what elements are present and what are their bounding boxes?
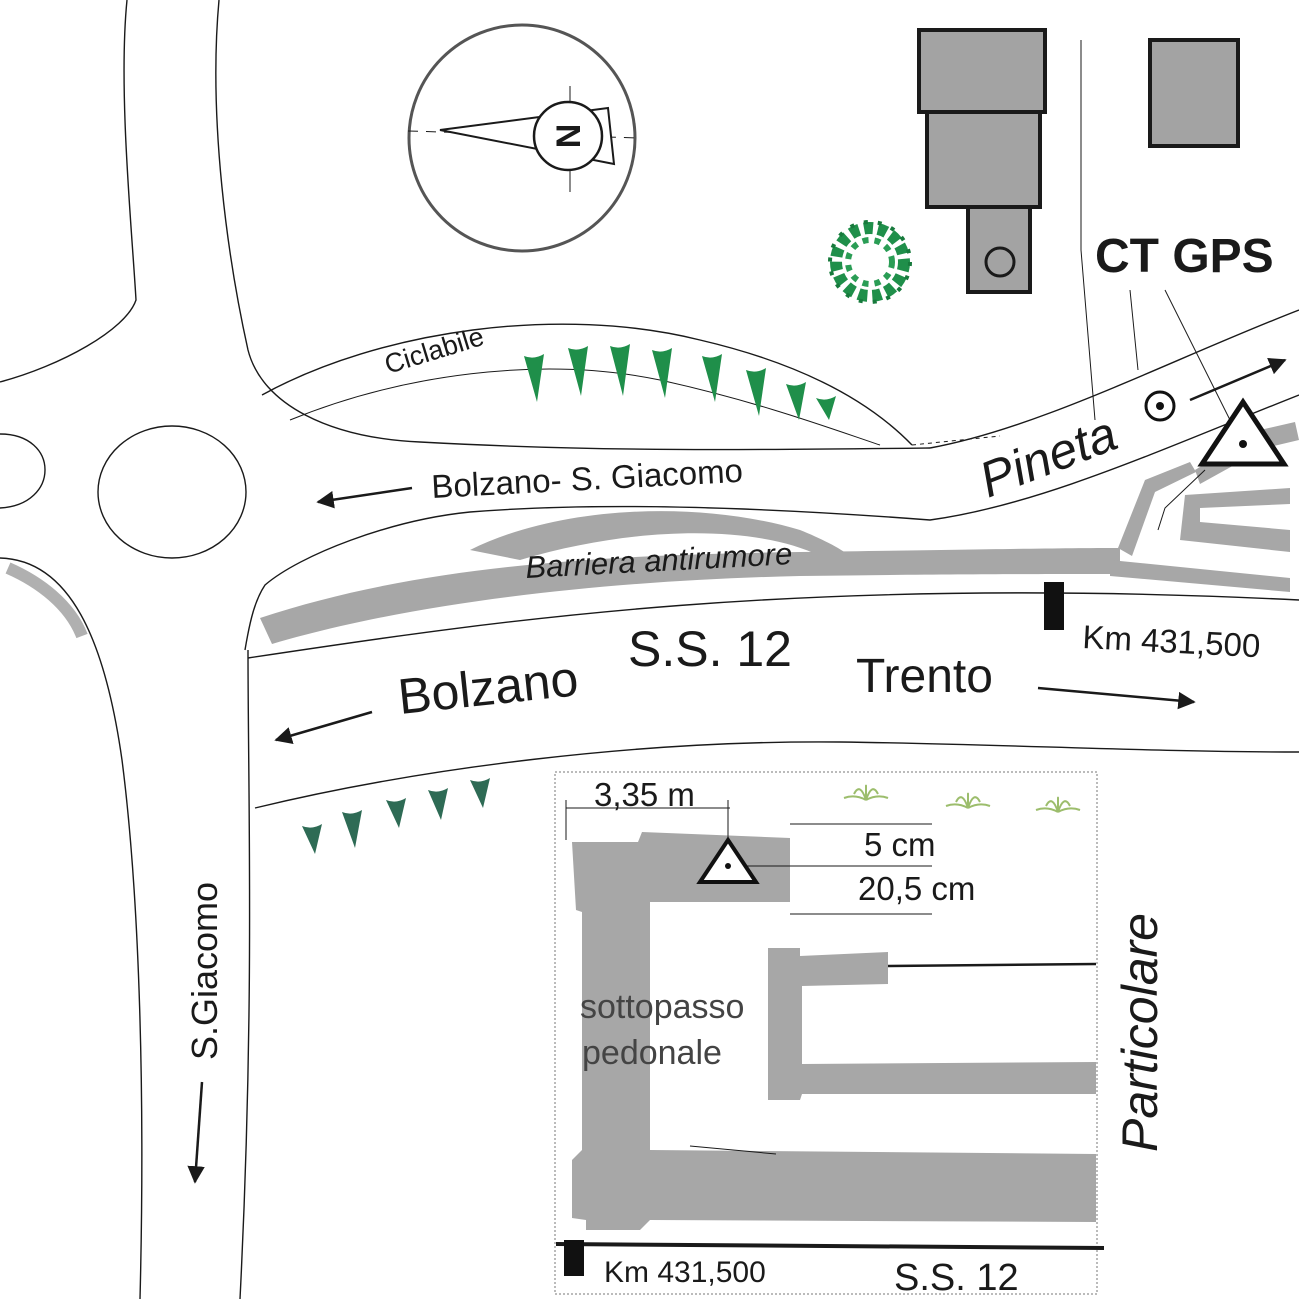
grass-tufts: [843, 784, 1081, 813]
barrier-segment-left: [5, 562, 88, 639]
detail-km: Km 431,500: [604, 1256, 766, 1289]
detail-dim-335: 3,35 m: [594, 776, 695, 813]
km-marker: [1044, 582, 1064, 630]
grass-icon: [1035, 796, 1081, 813]
detail-gps-marker: [696, 836, 760, 884]
compass-north-letter: N: [550, 124, 588, 149]
label-bolzano: Bolzano: [395, 650, 581, 725]
detail-km-marker: [564, 1240, 584, 1276]
detail-sottopasso: sottopasso: [580, 988, 744, 1026]
pine-tree-icon: [652, 348, 672, 398]
tree-icon: [828, 220, 912, 304]
detail-dim-205: 20,5 cm: [858, 870, 975, 907]
label-ss12-main: S.S. 12: [628, 621, 792, 677]
label-s-giacomo: S.Giacomo: [184, 882, 225, 1060]
grass-icon: [843, 784, 889, 801]
arrow-to-bolzano-s-giacomo: [316, 486, 413, 509]
arrow-to-trento: [1037, 686, 1196, 710]
detail-ss12: S.S. 12: [894, 1257, 1019, 1299]
compass: N: [407, 23, 641, 253]
arrow-to-bolzano: [274, 710, 373, 744]
arrow-pineta: [1189, 358, 1287, 402]
label-pineta: Pineta: [972, 405, 1124, 508]
gps-point-marker: [1197, 397, 1289, 467]
pine-row-bottom: [302, 778, 490, 854]
pine-tree-icon: [386, 798, 406, 828]
buildings: [917, 28, 1240, 294]
pine-tree-icon: [702, 354, 722, 402]
label-ct-gps: CT GPS: [1095, 230, 1274, 283]
pine-tree-icon: [816, 396, 836, 420]
direction-arrows: [187, 289, 1287, 1184]
label-ciclabile: Ciclabile: [381, 321, 487, 380]
pineta-point-icon: [1144, 390, 1176, 422]
pine-row-top: [524, 344, 836, 420]
pine-tree-icon: [610, 344, 630, 396]
grass-icon: [945, 792, 991, 809]
pine-tree-icon: [568, 346, 588, 396]
pine-tree-icon: [524, 354, 544, 402]
pine-tree-icon: [470, 778, 490, 808]
detail-pedonale: pedonale: [582, 1034, 722, 1072]
noise-barrier: [260, 422, 1299, 644]
leader-to-underpass: [1157, 469, 1206, 531]
label-km-main: Km 431,500: [1082, 618, 1262, 664]
label-bolzano-s-giacomo: Bolzano- S. Giacomo: [430, 452, 743, 505]
pine-tree-icon: [746, 368, 766, 416]
pine-tree-icon: [786, 382, 806, 420]
label-trento: Trento: [856, 650, 993, 703]
pine-tree-icon: [342, 810, 362, 848]
label-particolare: Particolare: [1112, 913, 1168, 1152]
arrow-to-s-giacomo: [187, 1081, 205, 1184]
pine-tree-icon: [428, 788, 448, 820]
detail-dim-5cm: 5 cm: [864, 826, 936, 863]
detail-inset: 3,35 m 5 cm 20,5 cm sottopasso pedonale …: [554, 771, 1105, 1299]
pine-tree-icon: [302, 824, 322, 854]
